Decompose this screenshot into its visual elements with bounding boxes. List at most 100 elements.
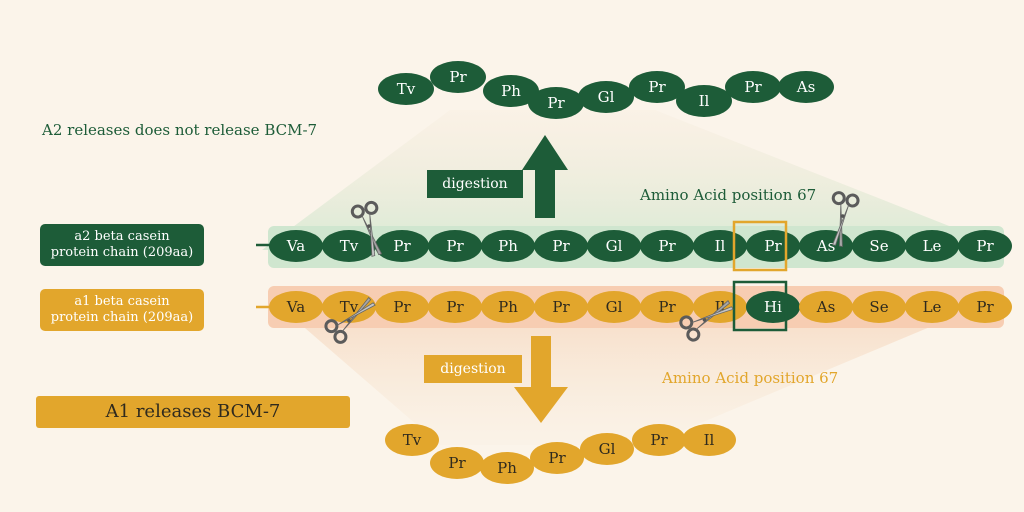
residue-label: Hi	[764, 298, 782, 316]
top-fan	[262, 110, 1010, 250]
residue-bead	[430, 61, 486, 93]
residue-label: Gl	[606, 237, 623, 255]
residue-bead	[534, 291, 588, 323]
residue-label: Il	[704, 431, 715, 449]
scissors-icon	[324, 296, 376, 344]
residue-bead	[725, 71, 781, 103]
residue-bead	[905, 291, 959, 323]
residue-bead	[852, 230, 906, 262]
position-67-label-bottom: Amino Acid position 67	[662, 369, 839, 387]
residue-bead	[640, 230, 694, 262]
a1-release-banner: A1 releases BCM-7	[36, 396, 350, 428]
residue-bead	[430, 447, 484, 479]
residue-bead	[640, 291, 694, 323]
residue-label: Ph	[498, 298, 518, 316]
residue-label: Pr	[764, 237, 782, 255]
residue-bead	[428, 291, 482, 323]
residue-label: Pr	[658, 298, 676, 316]
residue-label: Pr	[976, 237, 994, 255]
residue-bead	[534, 230, 588, 262]
residue-label: Va	[286, 237, 305, 255]
residue-label: Se	[869, 298, 888, 316]
bottom-fan	[268, 296, 1004, 445]
a1-chain-label: a1 beta casein protein chain (209aa)	[40, 289, 204, 331]
residue-bead	[269, 291, 323, 323]
residue-bead	[375, 291, 429, 323]
residue-bead	[428, 230, 482, 262]
residue-bead	[528, 87, 584, 119]
residue-bead	[322, 291, 376, 323]
scissors-icon	[831, 191, 860, 247]
residue-label: Le	[923, 237, 942, 255]
residue-label: Pr	[552, 237, 570, 255]
residue-bead	[378, 73, 434, 105]
residue-bead	[385, 424, 439, 456]
residue-label: Gl	[598, 88, 615, 106]
residue-bead	[629, 71, 685, 103]
residue-label: Ph	[497, 459, 517, 477]
a2-release-note: A2 releases does not release BCM-7	[42, 121, 318, 139]
residue-label: As	[816, 298, 836, 316]
residue-bead	[587, 230, 641, 262]
residue-label: Le	[923, 298, 942, 316]
residue-label: Il	[715, 237, 726, 255]
position-67-label-top: Amino Acid position 67	[640, 186, 817, 204]
residue-label: Pr	[552, 298, 570, 316]
residue-bead	[480, 452, 534, 484]
arrow-up-icon	[522, 135, 568, 218]
digestion-label-top: digestion	[427, 170, 523, 198]
residue-label: Pr	[547, 94, 565, 112]
a2-chain-label-line2: protein chain (209aa)	[50, 245, 194, 260]
residue-bead	[958, 230, 1012, 262]
residue-label: Se	[869, 237, 888, 255]
residue-label: Pr	[744, 78, 762, 96]
residue-bead	[852, 291, 906, 323]
residue-label: As	[816, 237, 836, 255]
residue-label: Pr	[658, 237, 676, 255]
residue-label: Pr	[548, 449, 566, 467]
position-67-highlight-a2	[732, 220, 788, 272]
arrow-down-icon	[514, 336, 568, 423]
residue-label: Pr	[648, 78, 666, 96]
residue-bead	[799, 291, 853, 323]
scissors-icon	[679, 300, 734, 342]
residue-label: Va	[286, 298, 305, 316]
a2-chain-label: a2 beta casein protein chain (209aa)	[40, 224, 204, 266]
residue-label: Tv	[403, 431, 422, 449]
residue-bead	[778, 71, 834, 103]
residue-label: Tv	[340, 298, 359, 316]
residue-label: Pr	[446, 237, 464, 255]
residue-bead	[905, 230, 959, 262]
residue-label: As	[796, 78, 816, 96]
residue-bead	[676, 85, 732, 117]
residue-bead	[578, 81, 634, 113]
position-67-highlight-a1	[732, 280, 788, 332]
scissors-icon	[350, 200, 383, 257]
a1-chain-label-line1: a1 beta casein	[74, 293, 170, 309]
digestion-label-bottom: digestion	[424, 355, 522, 383]
residue-label: Pr	[449, 68, 467, 86]
residue-label: Pr	[393, 298, 411, 316]
residue-bead	[481, 230, 535, 262]
residue-label: Pr	[446, 298, 464, 316]
residue-bead	[958, 291, 1012, 323]
residue-bead	[483, 75, 539, 107]
residue-bead	[481, 291, 535, 323]
residue-bead	[632, 424, 686, 456]
residue-label: Pr	[976, 298, 994, 316]
residue-label: Tv	[397, 80, 416, 98]
residue-label: Ph	[498, 237, 518, 255]
residue-label: Il	[715, 298, 726, 316]
residue-label: Pr	[393, 237, 411, 255]
residue-bead	[682, 424, 736, 456]
a2-chain-residues: Va Tv Pr Pr Ph Pr Gl Pr Il Pr As Se Le Pr	[269, 230, 1012, 262]
residue-label: Gl	[599, 440, 616, 458]
a1-chain-label-line2: protein chain (209aa)	[50, 310, 194, 325]
residue-label: Ph	[501, 82, 521, 100]
a2-chain-label-line1: a2 beta casein	[74, 228, 170, 244]
residue-label: Tv	[340, 237, 359, 255]
